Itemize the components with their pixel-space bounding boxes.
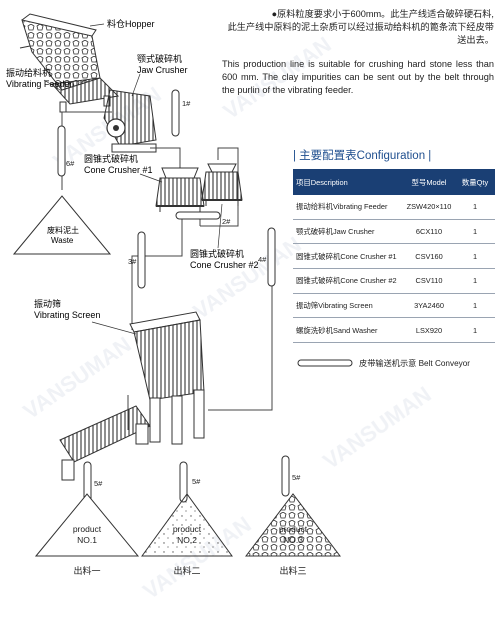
config-title: | 主要配置表Configuration | <box>293 150 432 162</box>
row-description: 振动给料机Vibrating Feeder <box>293 195 403 220</box>
row-qty: 1 <box>455 195 495 220</box>
jaw-label-zh: 颚式破碎机 <box>137 53 182 64</box>
waste-label-en: Waste <box>51 236 74 245</box>
table-row: 颚式破碎机Jaw Crusher 6CX110 1 <box>293 219 495 245</box>
conveyor-numbers: 1# 2# 3# 4# 5# 5# 5# 6# <box>66 99 301 488</box>
vibrating-screen <box>129 311 205 445</box>
process-notes: ●原料粒度要求小于600mm。此生产线适合破碎硬石料, 此生产线中原料的泥土杂质… <box>222 8 494 97</box>
header-description: 项目Description <box>293 169 403 195</box>
table-row: 振动筛Vibrating Screen 3YA2460 1 <box>293 293 495 319</box>
hopper <box>19 13 101 91</box>
conveyor-1-label: 1# <box>182 99 191 108</box>
jaw-crusher <box>103 89 157 153</box>
row-description: 圆锥式破碎机Cone Crusher #1 <box>293 243 403 270</box>
table-row: 螺旋洗砂机Sand Washer LSX920 1 <box>293 317 495 344</box>
row-description: 颚式破碎机Jaw Crusher <box>293 219 403 245</box>
note-en: This production line is suitable for cru… <box>222 59 494 95</box>
product-pile-2 <box>141 493 233 557</box>
product-2-name: product <box>173 524 202 534</box>
conveyor-5c-label: 5# <box>292 473 301 482</box>
product-pile-3 <box>244 493 342 557</box>
conveyor-3-label: 3# <box>128 257 137 266</box>
row-description: 圆锥式破碎机Cone Crusher #2 <box>293 268 403 294</box>
row-qty: 1 <box>455 219 495 245</box>
belt-legend: 皮带输送机示意 Belt Conveyor <box>297 357 470 369</box>
row-model: CSV110 <box>403 268 455 294</box>
cone1-label-en: Cone Crusher #1 <box>84 165 153 175</box>
cone-crusher-2 <box>201 163 243 206</box>
cone2-leader <box>217 203 223 249</box>
svg-text:VANSUMAN: VANSUMAN <box>319 382 436 474</box>
conveyor-4-label: 4# <box>258 255 267 264</box>
row-qty: 1 <box>455 293 495 319</box>
cone1-leader <box>139 173 163 183</box>
product-labels: product NO.1 product NO.2 product NO.3 出… <box>73 524 308 576</box>
screen-label-zh: 振动筛 <box>34 298 61 309</box>
screen-label-en: Vibrating Screen <box>34 310 100 320</box>
header-qty: 数量Qty <box>455 169 495 195</box>
product-1-name: product <box>73 524 102 534</box>
product-3-number: NO.3 <box>283 535 303 545</box>
configuration-panel: | 主要配置表Configuration | 项目Description 型号M… <box>293 147 495 344</box>
table-row: 圆锥式破碎机Cone Crusher #1 CSV160 1 <box>293 243 495 270</box>
conveyor-6-label: 6# <box>66 159 75 168</box>
row-model: ZSW420×110 <box>403 195 455 220</box>
table-row: 振动给料机Vibrating Feeder ZSW420×110 1 <box>293 195 495 220</box>
cone1-label-zh: 圆锥式破碎机 <box>84 153 138 164</box>
feeder-leader <box>43 79 61 91</box>
hopper-leader <box>89 23 105 27</box>
waste-label-zh: 废料泥土 <box>47 225 79 235</box>
feeder-label-zh: 振动给料机 <box>6 67 51 78</box>
svg-text:VANSUMAN: VANSUMAN <box>189 232 306 324</box>
output-3-label: 出料三 <box>279 565 306 576</box>
row-qty: 1 <box>455 243 495 270</box>
jaw-label-en: Jaw Crusher <box>137 65 188 75</box>
row-description: 振动筛Vibrating Screen <box>293 293 403 319</box>
row-qty: 1 <box>455 268 495 294</box>
table-row: 圆锥式破碎机Cone Crusher #2 CSV110 1 <box>293 268 495 294</box>
note-zh-line2: 此生产线中原料的泥土杂质可以经过振动给料机的篦条流下经皮带送出去。 <box>227 22 494 45</box>
header-model: 型号Model <box>403 169 455 195</box>
hopper-label: 料仓Hopper <box>107 18 155 29</box>
cone2-label-zh: 圆锥式破碎机 <box>190 248 244 259</box>
output-1-label: 出料一 <box>73 565 100 576</box>
waste-pile <box>12 195 112 255</box>
jaw-leader <box>131 73 141 97</box>
row-model: LSX920 <box>403 317 455 344</box>
row-model: 3YA2460 <box>403 293 455 319</box>
cone2-label-en: Cone Crusher #2 <box>190 260 259 270</box>
row-qty: 1 <box>455 317 495 344</box>
belt-legend-icon <box>297 359 353 367</box>
product-1-number: NO.1 <box>77 535 97 545</box>
row-model: CSV160 <box>403 243 455 270</box>
config-header-row: 项目Description 型号Model 数量Qty <box>293 169 495 195</box>
belt-legend-label: 皮带输送机示意 Belt Conveyor <box>359 359 471 368</box>
feeder-label-en: Vibrating Feeder <box>6 79 72 89</box>
svg-text:VANSUMAN: VANSUMAN <box>19 332 136 424</box>
output-2-label: 出料二 <box>173 565 200 576</box>
row-description: 螺旋洗砂机Sand Washer <box>293 317 403 344</box>
belt-conveyors <box>57 89 290 503</box>
screen-leader <box>91 321 137 335</box>
note-zh-line1: ●原料粒度要求小于600mm。此生产线适合破碎硬石料, <box>271 9 495 19</box>
product-2-number: NO.2 <box>177 535 197 545</box>
cone-crusher-1 <box>155 167 205 212</box>
product-pile-1 <box>34 493 140 557</box>
conveyor-5a-label: 5# <box>94 479 103 488</box>
sand-washer <box>59 405 151 481</box>
product-3-name: product <box>279 524 308 534</box>
conveyor-2-label: 2# <box>222 217 231 226</box>
config-table: 项目Description 型号Model 数量Qty 振动给料机Vibrati… <box>293 169 495 344</box>
row-model: 6CX110 <box>403 219 455 245</box>
conveyor-5b-label: 5# <box>192 477 201 486</box>
